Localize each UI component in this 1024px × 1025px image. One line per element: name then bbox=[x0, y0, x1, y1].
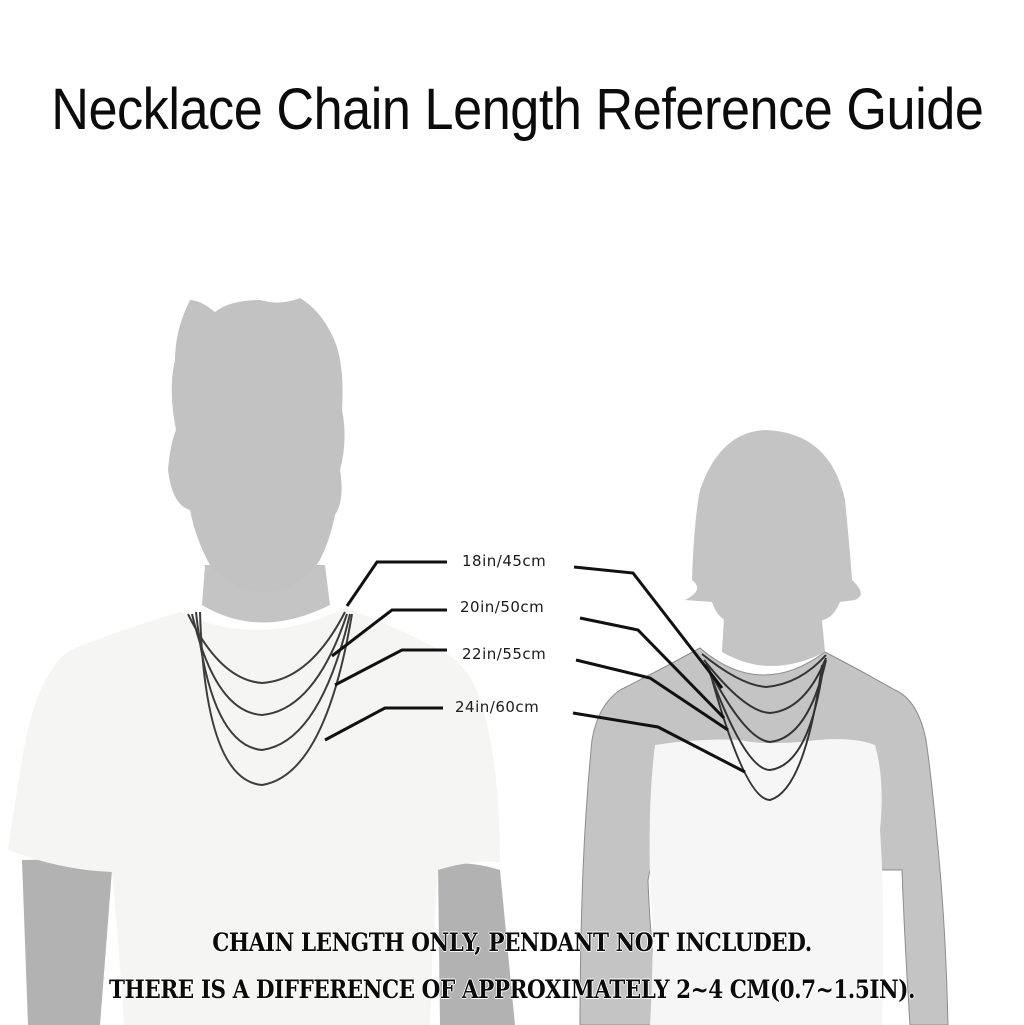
man-leaders bbox=[324, 560, 447, 742]
woman-chains bbox=[701, 653, 827, 802]
length-label-18: 18in/45cm bbox=[462, 552, 547, 570]
woman-chain-e bbox=[709, 664, 823, 802]
man-silhouette bbox=[8, 298, 515, 1025]
woman-leaders bbox=[572, 565, 746, 774]
man-chain-18 bbox=[187, 611, 346, 685]
man-head bbox=[168, 298, 345, 592]
man-right-arm bbox=[438, 863, 515, 1025]
man-chains bbox=[187, 611, 353, 787]
woman-chain-a bbox=[701, 653, 827, 689]
woman-chain-b bbox=[703, 657, 827, 715]
man-chain-20 bbox=[191, 613, 348, 717]
woman-chain-c bbox=[705, 659, 827, 744]
woman-top bbox=[649, 739, 884, 1025]
page-title: Necklace Chain Length Reference Guide bbox=[51, 77, 984, 142]
note-length-tolerance: There is a difference of approximately 2… bbox=[108, 975, 916, 1004]
length-label-20: 20in/50cm bbox=[460, 598, 545, 616]
man-left-arm bbox=[22, 859, 112, 1025]
man-chain-22 bbox=[195, 611, 351, 752]
woman-head bbox=[685, 430, 861, 640]
man-chain-24 bbox=[199, 611, 353, 787]
note-pendant-not-included: Chain length only, pendant not included. bbox=[212, 928, 812, 957]
length-label-24: 24in/60cm bbox=[455, 698, 540, 716]
length-label-22: 22in/55cm bbox=[462, 645, 547, 663]
woman-silhouette bbox=[572, 430, 949, 1025]
